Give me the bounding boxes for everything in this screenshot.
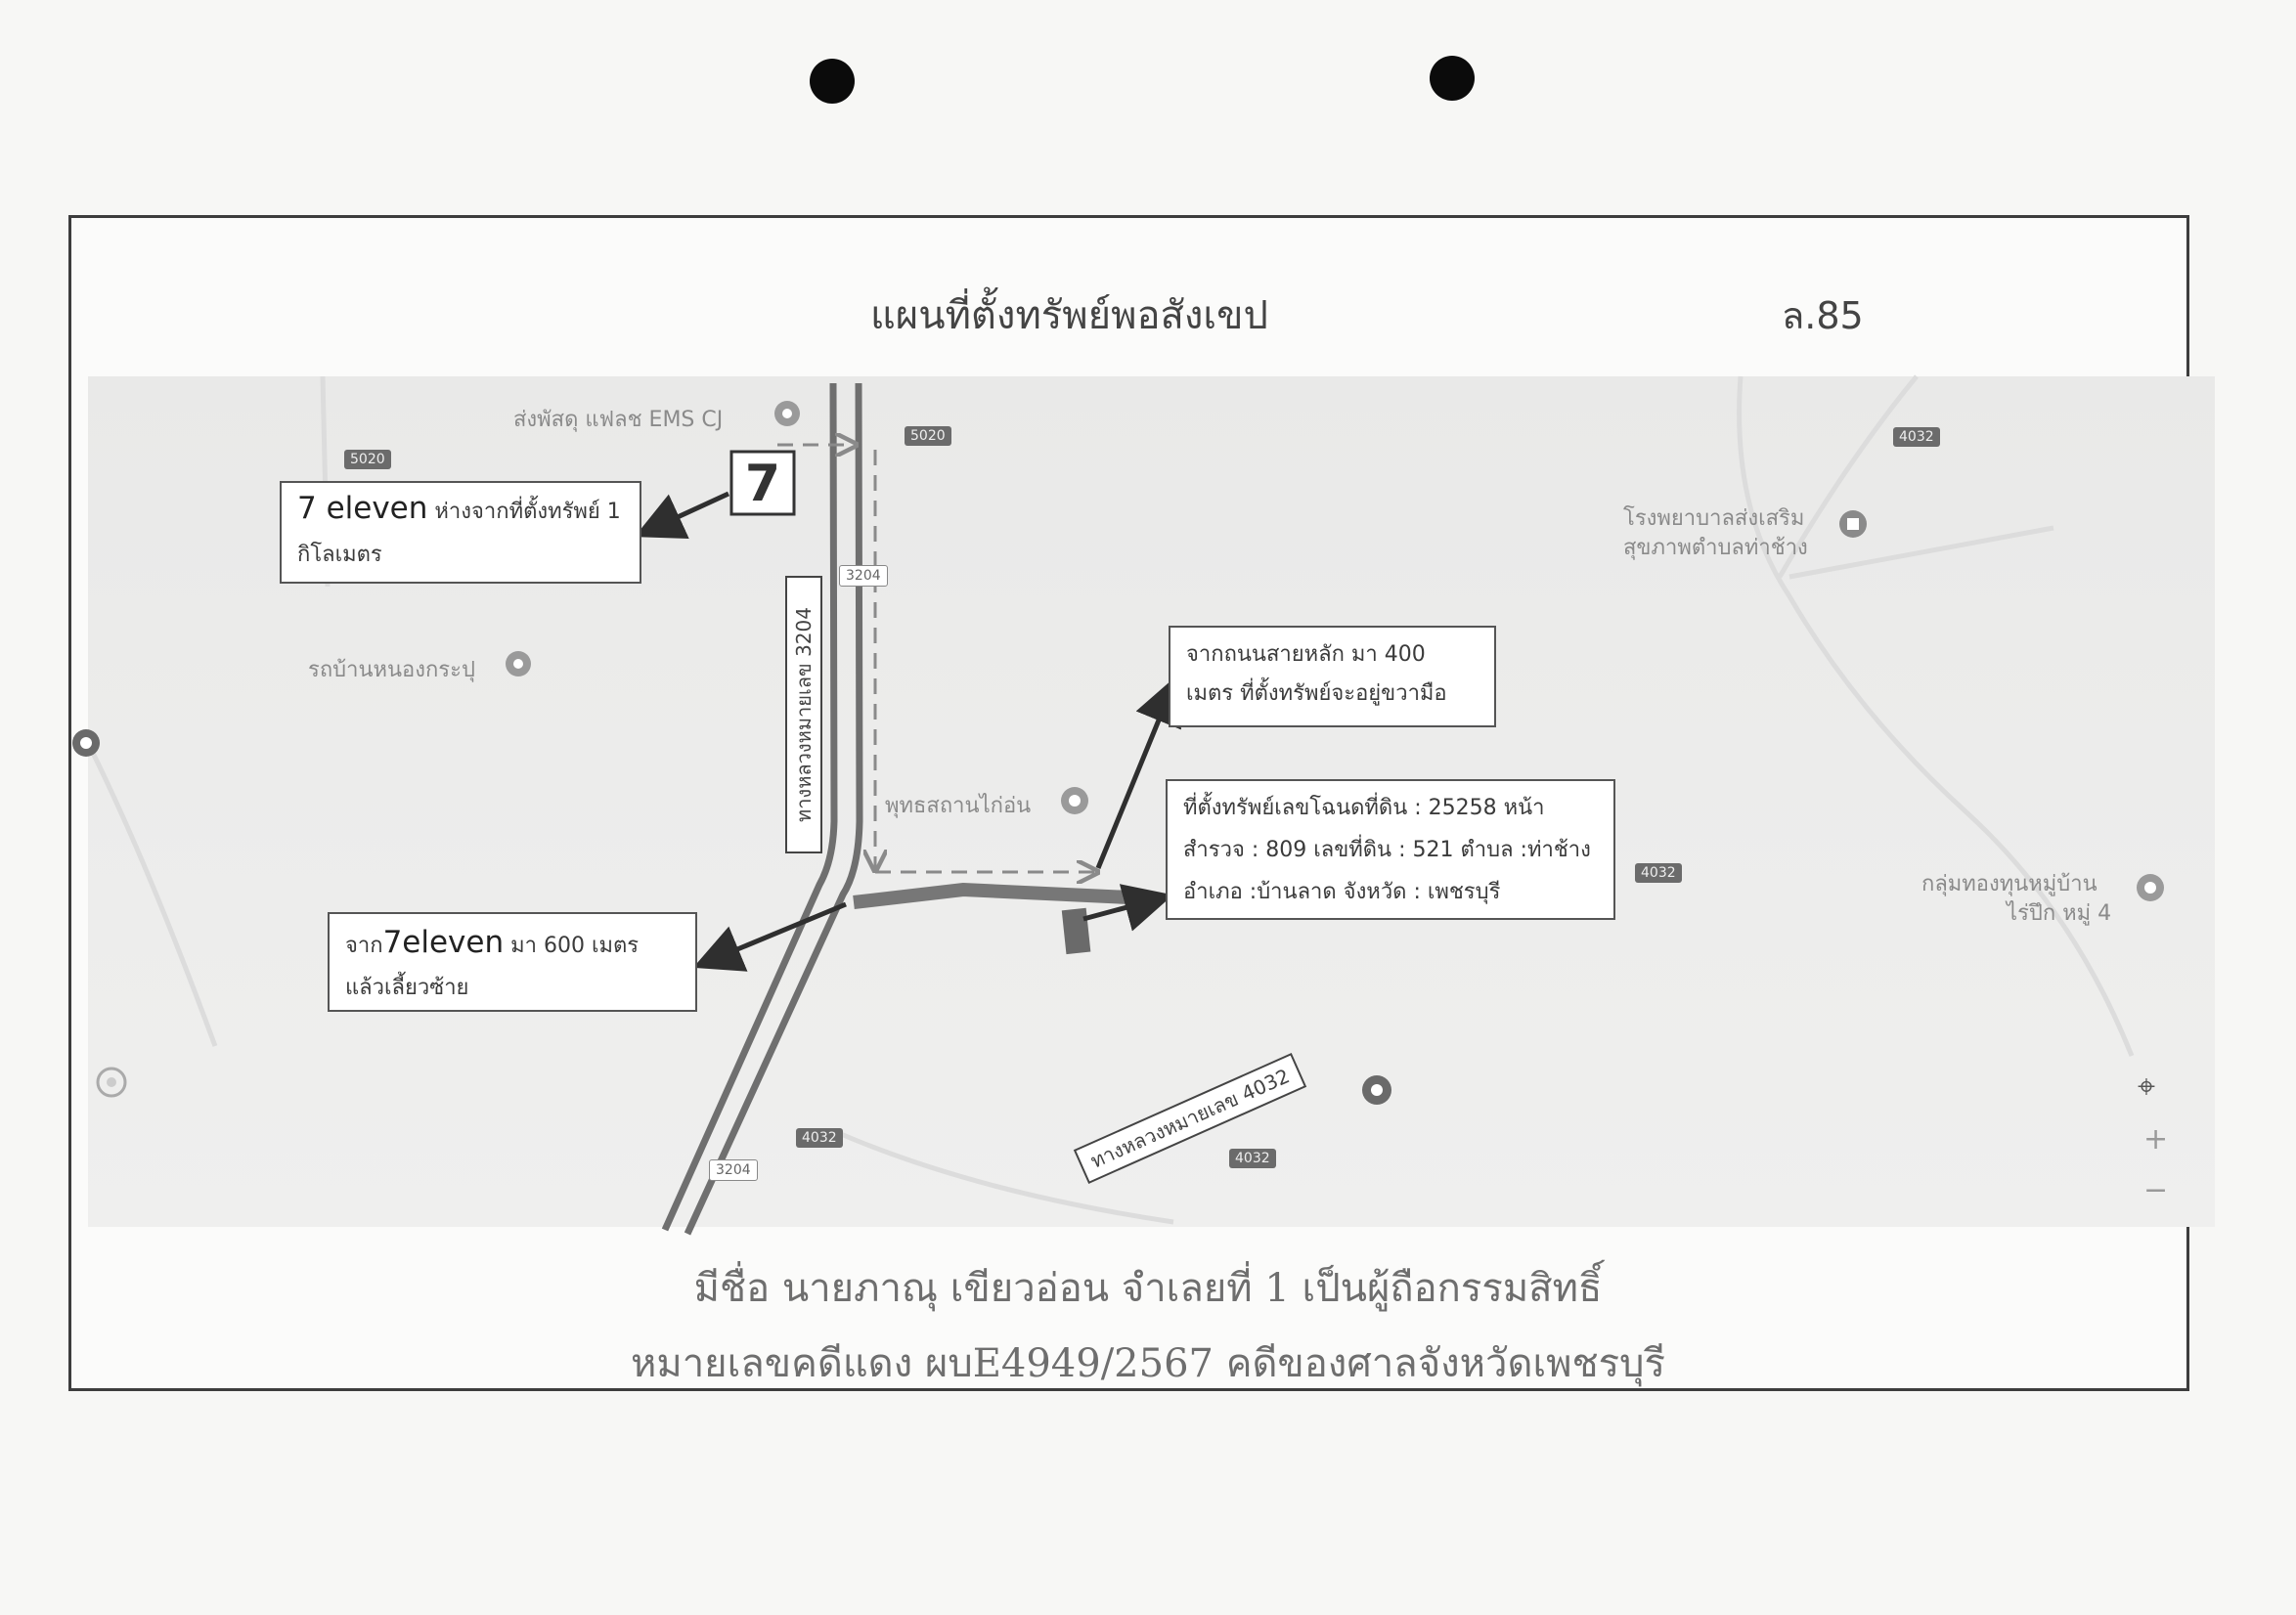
callout-from-seven-eleven: จาก7eleven มา 600 เมตร แล้วเลี้ยวซ้าย bbox=[328, 912, 697, 1012]
label-village-line2: ไร่ปึก หมู่ 4 bbox=[2007, 901, 2112, 926]
from-seven-eleven-line2: แล้วเลี้ยวซ้าย bbox=[345, 976, 469, 1000]
from-seven-eleven-suffix: มา 600 เมตร bbox=[504, 934, 640, 958]
highway-3204 bbox=[661, 382, 863, 1236]
punch-hole-right bbox=[1430, 56, 1475, 101]
page-title: แผนที่ตั้งทรัพย์พอสังเขป bbox=[870, 293, 1268, 338]
callout-seven-eleven: 7 eleven ห่างจากที่ตั้งทรัพย์ 1 กิโลเมตร bbox=[280, 481, 641, 584]
label-hospital-line1: โรงพยาบาลส่งเสริม bbox=[1623, 506, 1805, 531]
poi-pins bbox=[72, 401, 2164, 1105]
from-seven-eleven-prefix: จาก bbox=[345, 934, 383, 958]
svg-text:7: 7 bbox=[745, 455, 780, 513]
callout-property-location: ที่ตั้งทรัพย์เลขโฉนดที่ดิน : 25258 หน้า … bbox=[1166, 779, 1615, 920]
from-main-road-line2: เมตร ที่ตั้งทรัพย์จะอยู่ขวามือ bbox=[1186, 681, 1447, 706]
shield-4032-bottom-left: 4032 bbox=[796, 1128, 843, 1148]
shield-3204-bottom: 3204 bbox=[709, 1159, 758, 1181]
label-temple: พุทธสถานไก่อ่น bbox=[885, 794, 1032, 818]
access-road bbox=[853, 882, 1130, 909]
label-shop: รถบ้านหนองกระปุ bbox=[308, 658, 475, 682]
property-deed-line: ที่ตั้งทรัพย์เลขโฉนดที่ดิน : 25258 หน้า bbox=[1183, 796, 1545, 820]
seven-eleven-unit: กิโลเมตร bbox=[297, 543, 382, 567]
property-marker bbox=[1061, 907, 1091, 955]
label-hospital-line2: สุขภาพตำบลท่าช้าง bbox=[1623, 536, 1808, 560]
label-highway-3204: ทางหลวงหมายเลข 3204 bbox=[785, 576, 822, 853]
shield-4032-bottom: 4032 bbox=[1229, 1149, 1276, 1168]
punch-hole-left bbox=[810, 59, 855, 104]
owner-caption: มีชื่อ นายภาณุ เขียวอ่อน จำเลยที่ 1 เป็น… bbox=[693, 1266, 1603, 1311]
property-parcel-line: สำรวจ : 809 เลขที่ดิน : 521 ตำบล :ท่าช้า… bbox=[1183, 838, 1591, 862]
seven-eleven-logo: 7 bbox=[729, 450, 796, 516]
zoom-out-button[interactable]: − bbox=[2143, 1173, 2169, 1207]
crosshair-icon[interactable]: ⌖ bbox=[2138, 1068, 2156, 1105]
shield-3204-mid: 3204 bbox=[839, 565, 888, 587]
shield-4032-mid-right: 4032 bbox=[1635, 863, 1682, 883]
callout-arrows bbox=[634, 491, 1181, 972]
dashed-route bbox=[777, 445, 1097, 872]
zoom-in-button[interactable]: + bbox=[2143, 1122, 2169, 1157]
shield-4032-top-right: 4032 bbox=[1893, 427, 1940, 447]
from-main-road-line1: จากถนนสายหลัก มา 400 bbox=[1186, 642, 1426, 667]
case-caption: หมายเลขคดีแดง ผบE4949/2567 คดีของศาลจังห… bbox=[630, 1341, 1666, 1386]
label-village-line1: กลุ่มทองทุนหมู่บ้าน bbox=[1921, 872, 2097, 896]
shield-5020-left: 5020 bbox=[344, 450, 391, 469]
reference-code: ล.85 bbox=[1782, 294, 1864, 337]
label-post-office: ส่งพัสดุ แฟลช EMS CJ bbox=[513, 408, 724, 432]
seven-eleven-brand: 7 eleven bbox=[297, 491, 428, 526]
property-district-line: อำเภอ :บ้านลาด จังหวัด : เพชรบุรี bbox=[1183, 880, 1501, 904]
callout-from-main-road: จากถนนสายหลัก มา 400 เมตร ที่ตั้งทรัพย์จ… bbox=[1169, 626, 1496, 727]
shield-5020-top: 5020 bbox=[905, 426, 951, 446]
from-seven-eleven-brand: 7eleven bbox=[382, 925, 505, 960]
seven-eleven-distance: ห่างจากที่ตั้งทรัพย์ 1 bbox=[434, 500, 621, 524]
